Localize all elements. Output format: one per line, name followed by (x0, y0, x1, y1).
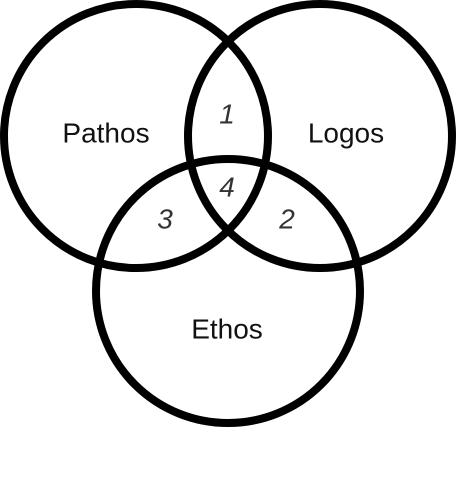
set-label-logos: Logos (308, 117, 384, 148)
logos-circle (184, 0, 456, 272)
ethos-circle (92, 155, 364, 427)
pathos-circle (0, 0, 272, 272)
set-label-ethos: Ethos (191, 313, 263, 344)
set-label-pathos: Pathos (62, 117, 149, 148)
region-label-4: 4 (219, 171, 235, 202)
region-label-2: 2 (278, 203, 295, 234)
region-label-1: 1 (219, 98, 235, 129)
region-label-3: 3 (157, 203, 173, 234)
